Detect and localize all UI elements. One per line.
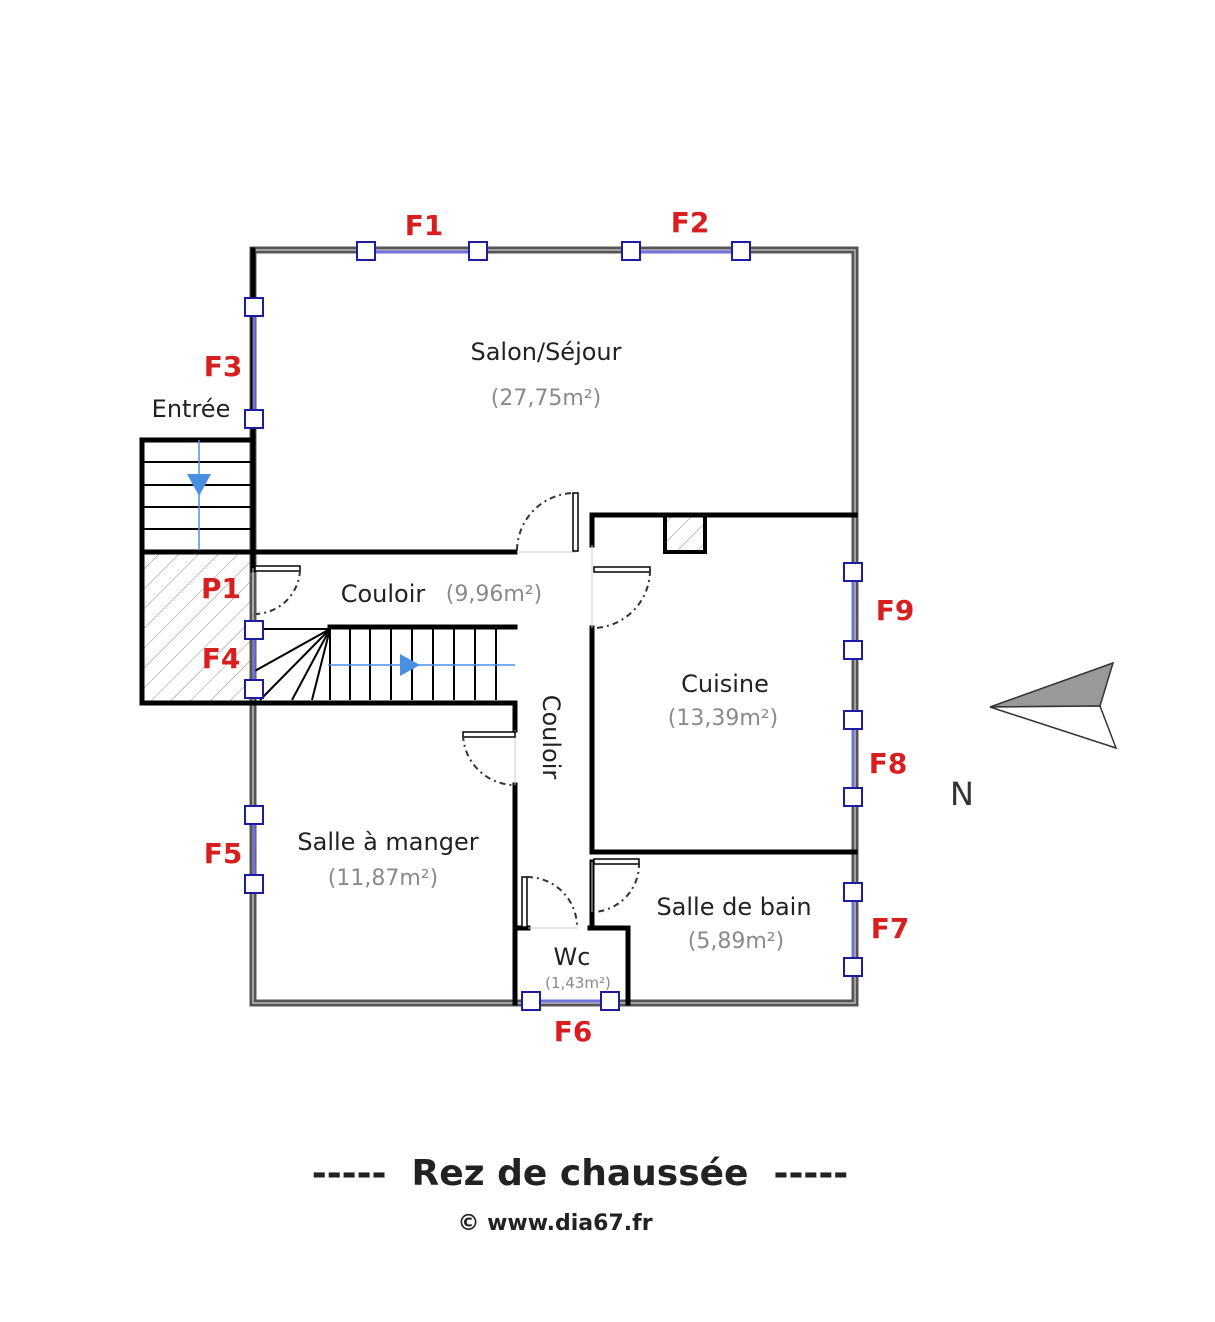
windows — [244, 241, 863, 1011]
room-couloir-vertical: Couloir — [537, 695, 565, 780]
plan-title: ----- Rez de chaussée ----- — [312, 1153, 848, 1194]
room-salle-manger-area: (11,87m²) — [328, 866, 438, 891]
stair-arrow-icon — [187, 474, 211, 496]
label-f8: F8 — [869, 747, 908, 780]
stairs-corridor — [252, 628, 515, 701]
room-salle-manger-name: Salle à manger — [297, 828, 478, 856]
label-f1: F1 — [405, 209, 444, 242]
room-salle-bain-name: Salle de bain — [656, 893, 811, 921]
north-arrow-icon — [989, 661, 1118, 750]
room-couloir-area: (9,96m²) — [446, 582, 542, 607]
window-f1 — [356, 241, 488, 261]
window-f9 — [843, 562, 863, 660]
label-f9: F9 — [876, 594, 915, 627]
label-f5: F5 — [204, 837, 243, 870]
window-f7 — [843, 882, 863, 977]
window-f5 — [244, 805, 264, 894]
room-wc-area: (1,43m²) — [545, 974, 611, 992]
hatched-void — [142, 552, 253, 703]
window-f2 — [621, 241, 751, 261]
window-f4 — [244, 620, 264, 699]
window-f3 — [244, 297, 264, 429]
room-salle-bain-area: (5,89m²) — [688, 929, 784, 954]
label-f3: F3 — [204, 350, 243, 383]
label-f4: F4 — [202, 642, 241, 675]
room-couloir-name: Couloir — [341, 580, 426, 608]
window-f6 — [521, 991, 620, 1011]
room-salon-name: Salon/Séjour — [470, 338, 621, 366]
room-salon-area: (27,75m²) — [491, 386, 601, 411]
label-f6: F6 — [554, 1015, 593, 1048]
room-wc-name: Wc — [554, 943, 591, 971]
room-cuisine-name: Cuisine — [681, 670, 769, 698]
label-f7: F7 — [871, 912, 910, 945]
copyright: © www.dia67.fr — [457, 1211, 652, 1236]
chimney — [663, 513, 707, 554]
label-p1: P1 — [201, 572, 241, 605]
compass-label: N — [950, 775, 974, 813]
interior-walls — [139, 247, 858, 1006]
room-entree-name: Entrée — [152, 395, 231, 423]
doors — [252, 492, 651, 929]
room-cuisine-area: (13,39m²) — [668, 706, 778, 731]
stair-arrow-icon — [400, 654, 420, 676]
stairs-entry — [142, 440, 253, 550]
window-f8 — [843, 710, 863, 807]
label-f2: F2 — [671, 206, 710, 239]
